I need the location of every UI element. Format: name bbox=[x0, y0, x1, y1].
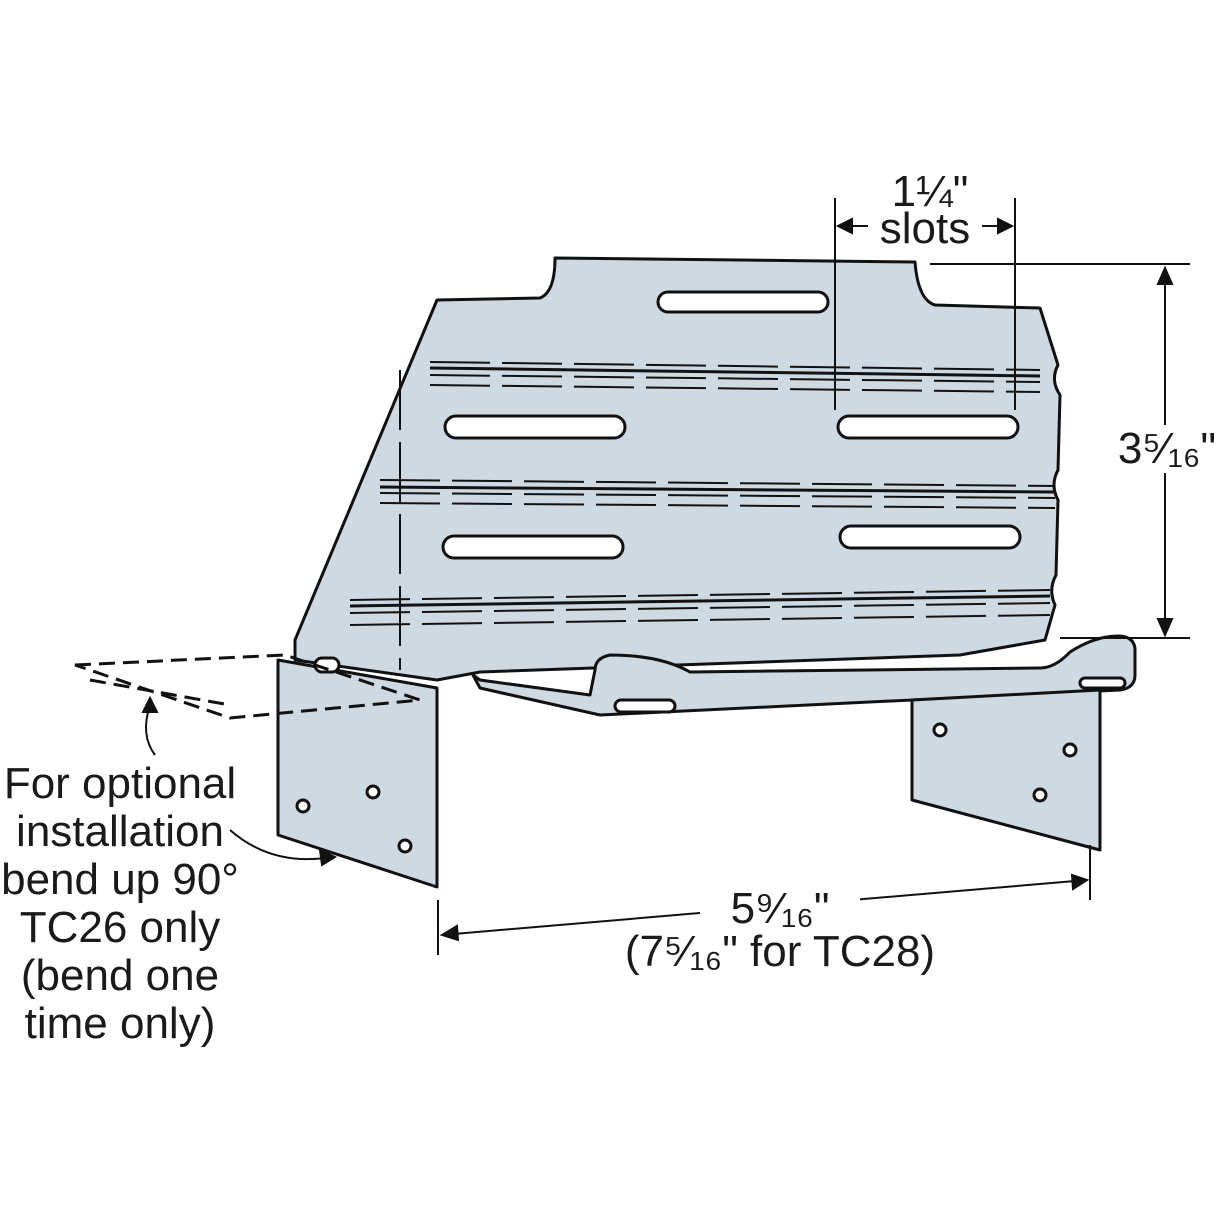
nail-hole bbox=[932, 722, 948, 738]
nail-hole bbox=[295, 798, 311, 814]
note-line: bend up 90° bbox=[1, 855, 239, 904]
width-alt-label: (7⁵⁄₁₆" for TC28) bbox=[624, 927, 936, 976]
note-line: For optional bbox=[3, 759, 237, 808]
slot bbox=[838, 524, 1022, 550]
left-leg bbox=[276, 658, 439, 889]
seat-tray bbox=[471, 634, 1137, 717]
slot-width-label: 1¼" bbox=[891, 167, 969, 216]
slot-label: slots bbox=[879, 204, 971, 253]
note-line: time only) bbox=[24, 999, 216, 1048]
slot bbox=[1078, 676, 1127, 690]
installation-note: For optional installation bend up 90° TC… bbox=[0, 760, 240, 1048]
nail-hole bbox=[1032, 787, 1048, 803]
slot bbox=[613, 698, 677, 714]
slot bbox=[836, 414, 1020, 440]
height-dimension-label: 3⁵⁄₁₆" bbox=[1112, 425, 1214, 473]
note-arrows bbox=[141, 695, 338, 867]
width-dimension-label: 5⁹⁄₁₆" bbox=[700, 885, 860, 933]
slot bbox=[443, 414, 627, 440]
nail-hole bbox=[365, 784, 381, 800]
slots bbox=[295, 290, 1127, 854]
right-leg bbox=[910, 688, 1102, 852]
rib-lines bbox=[349, 361, 1056, 670]
slot bbox=[441, 534, 625, 560]
slot bbox=[656, 290, 830, 314]
note-line: installation bbox=[16, 807, 224, 856]
nail-hole bbox=[1062, 742, 1078, 758]
nail-hole bbox=[397, 838, 413, 854]
note-line: TC26 only bbox=[19, 903, 221, 952]
note-line: (bend one bbox=[20, 951, 220, 1000]
